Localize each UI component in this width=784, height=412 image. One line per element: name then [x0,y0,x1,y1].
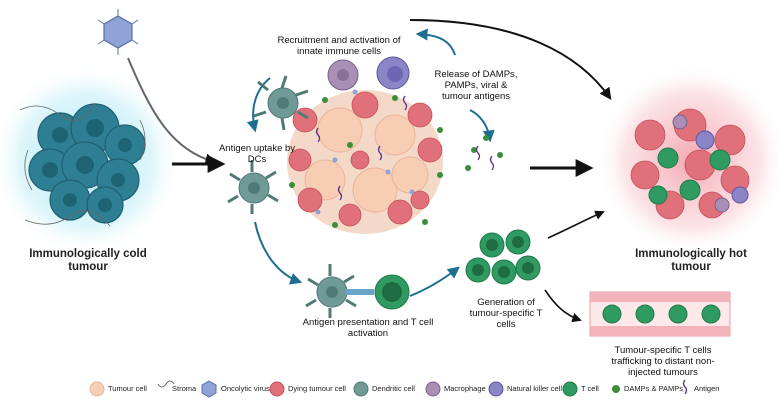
nk-cell [376,56,410,90]
legend-dying-tumour-cell: Dying tumour cell [288,384,346,393]
trafficking-label: Tumour-specific T cells trafficking to d… [611,345,715,378]
oncolytic-virus [97,9,139,55]
presentation-label: Antigen presentation and T cell activati… [302,317,434,339]
t-cell-cluster [465,229,541,285]
t-cell-activated [374,274,410,310]
dendritic-cell-upper [253,75,309,131]
macrophage-cell [327,59,359,91]
legend-antigen: Antigen [694,384,720,393]
uptake-label: Antigen uptake by DCs [218,143,296,165]
generation-label: Generation of tumour-specific T cells [469,297,543,330]
dendritic-cell-lower [305,264,374,318]
legend-t-cell: T cell [581,384,599,393]
hot-tumour [596,64,784,256]
cold-tumour [0,64,182,256]
legend-tumour-cell: Tumour cell [108,384,147,393]
legend-oncolytic-virus: Oncolytic virus [221,384,270,393]
legend-dendritic-cell: Dendritic cell [372,384,415,393]
released-damps [465,135,503,171]
recruitment-label: Recruitment and activation of innate imm… [277,35,401,57]
cold-tumour-label: Immunologically cold tumour [29,248,147,274]
dendritic-cell-middle [227,160,279,214]
legend-icons [89,379,688,398]
blood-vessel [589,291,731,337]
legend-damps: DAMPs & PAMPs [624,384,684,393]
central-tumour-mass [287,89,443,234]
legend-nk-cell: Natural killer cell [507,384,563,393]
legend-macrophage: Macrophage [444,384,486,393]
hot-tumour-label: Immunologically hot tumour [635,248,747,274]
flow-arrows [127,19,612,323]
legend-stroma: Stroma [172,384,197,393]
release-label: Release of DAMPs, PAMPs, viral & tumour … [434,69,518,102]
